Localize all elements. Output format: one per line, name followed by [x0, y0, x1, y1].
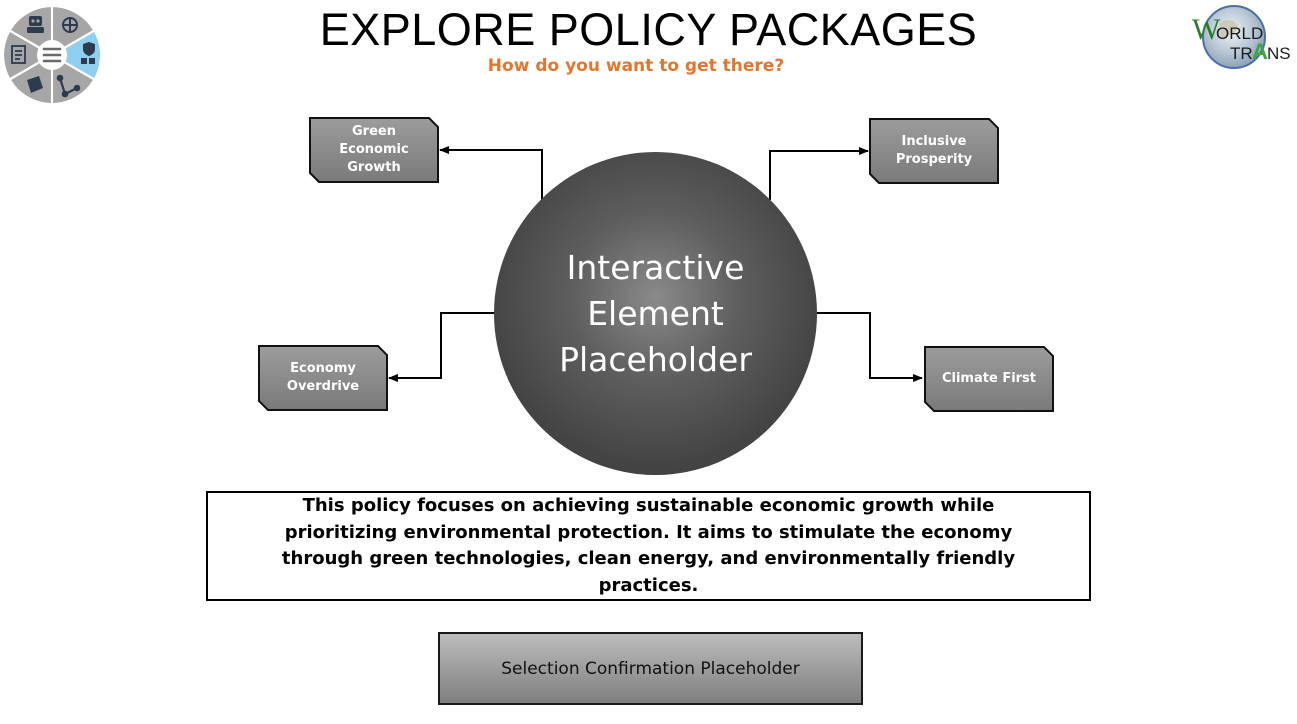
- package-inclusive-prosperity[interactable]: Inclusive Prosperity: [869, 118, 999, 184]
- page-title: EXPLORE POLICY PACKAGES: [319, 4, 978, 55]
- package-card-shape: [869, 118, 999, 184]
- menu-icon[interactable]: [42, 47, 62, 63]
- package-label: Climate First: [941, 371, 1037, 386]
- package-label: Green Economic Growth: [339, 124, 409, 175]
- package-green-economic-growth[interactable]: Green Economic Growth: [309, 117, 439, 183]
- center-line-2: Element: [587, 293, 724, 333]
- package-card-shape: [258, 345, 388, 411]
- package-label: Inclusive Prosperity: [895, 134, 973, 167]
- globe-gear-icon[interactable]: [62, 17, 78, 33]
- page-subtitle: How do you want to get there?: [487, 56, 785, 76]
- center-line-3: Placeholder: [559, 339, 752, 379]
- book-icon[interactable]: [27, 76, 43, 93]
- logo-text-orld: ORLD: [1216, 24, 1263, 43]
- policy-description: This policy focuses on achieving sustain…: [206, 491, 1091, 601]
- interactive-element-placeholder[interactable]: Interactive Element Placeholder: [494, 152, 817, 475]
- center-line-1: Interactive: [566, 247, 745, 287]
- connector-climate-first: [817, 312, 923, 382]
- connector-inclusive-prosperity: [769, 147, 869, 200]
- world-trans-logo: W ORLD TR A NS: [1192, 5, 1291, 69]
- package-economy-overdrive[interactable]: Economy Overdrive: [258, 345, 388, 411]
- logo-text-ns: NS: [1267, 44, 1291, 63]
- network-icon[interactable]: [56, 74, 81, 98]
- logo-letter-a: A: [1252, 39, 1268, 64]
- policy-description-text: This policy focuses on achieving sustain…: [281, 495, 1016, 596]
- selection-confirmation-button[interactable]: Selection Confirmation Placeholder: [438, 632, 863, 705]
- logo-letter-w: W: [1192, 13, 1221, 46]
- package-card-shape: [309, 117, 439, 183]
- package-card-shape: [924, 346, 1054, 412]
- document-icon[interactable]: [11, 45, 26, 64]
- selection-confirmation-label: Selection Confirmation Placeholder: [501, 658, 800, 679]
- shield-blocks-icon[interactable]: [81, 42, 95, 64]
- connector-economy-overdrive: [388, 312, 494, 382]
- logo-text-tr: TR: [1230, 44, 1253, 63]
- package-label: Economy Overdrive: [286, 361, 360, 394]
- connector-green-economic-growth: [439, 146, 543, 200]
- navigation-wheel[interactable]: [3, 6, 101, 104]
- robot-icon[interactable]: [27, 16, 44, 33]
- package-climate-first[interactable]: Climate First: [924, 346, 1054, 412]
